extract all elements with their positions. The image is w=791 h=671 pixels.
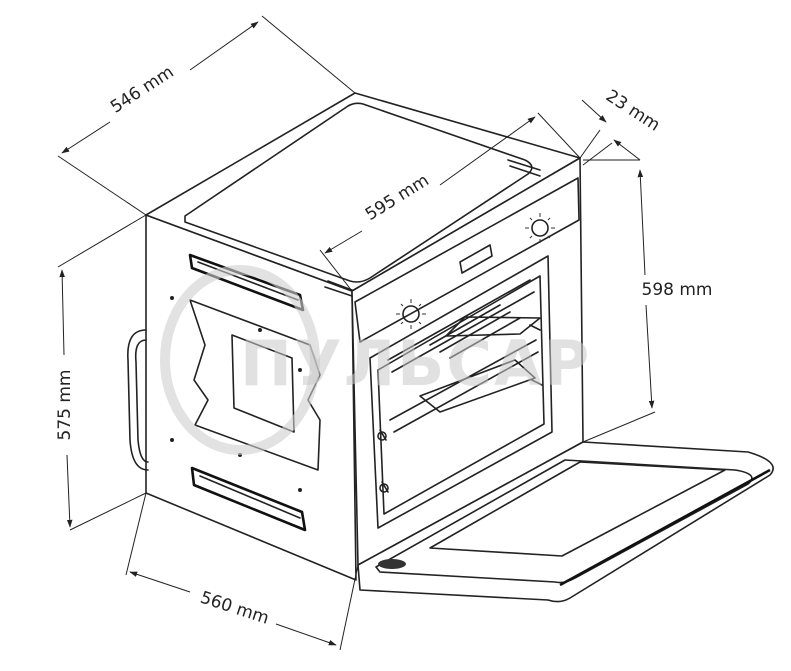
- dim-front-height: 598 mm: [582, 159, 713, 443]
- top-vent-right: [507, 159, 541, 177]
- control-panel: [354, 177, 580, 343]
- knob-right-icon: [525, 213, 555, 243]
- oven-door: [357, 441, 774, 603]
- display-slot: [459, 244, 493, 274]
- top-vent-left: [324, 280, 353, 297]
- dim-front-height-label: 598 mm: [642, 280, 713, 300]
- dim-body-height: 575 mm: [55, 214, 147, 531]
- door-hinge-icon: [378, 559, 406, 569]
- oven-rack-upper: [387, 279, 535, 373]
- dim-body-height-label: 575 mm: [55, 370, 75, 441]
- dim-panel-depth-label: 23 mm: [602, 86, 663, 136]
- dim-top-depth-label: 546 mm: [107, 62, 177, 117]
- knob-left-icon: [396, 299, 426, 329]
- dim-panel-depth: 23 mm: [579, 86, 663, 166]
- watermark: ПУЛЬСАР: [160, 265, 591, 455]
- dim-body-depth-label: 560 mm: [198, 588, 272, 629]
- watermark-text: ПУЛЬСАР: [240, 327, 591, 400]
- oven-cavity: [369, 255, 553, 529]
